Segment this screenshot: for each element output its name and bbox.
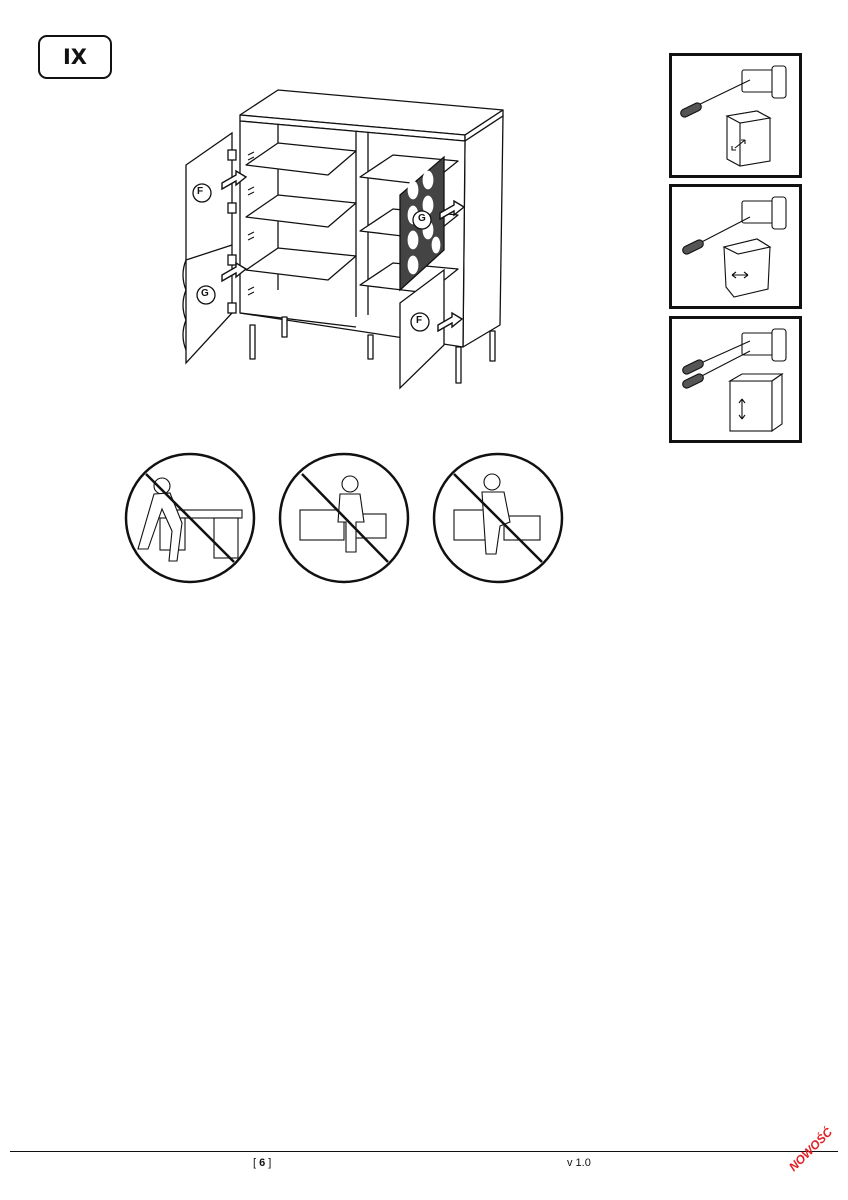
door-label-f-right: F [416,315,423,326]
brand-stamp: NOWOŚĆ [786,1124,836,1174]
door-label-g-right: G [418,213,426,224]
door-label-f-left: F [197,186,204,197]
warning-no-sit-icon [278,452,410,584]
step-badge: IX [38,35,112,79]
page-number: [ 6 ] [253,1157,271,1169]
hinge-side-icon [682,196,787,298]
hinge-adjust-depth-panel [669,53,802,178]
step-label: IX [62,45,87,69]
version-label: v 1.0 [567,1157,591,1169]
hinge-adjust-height-panel [669,316,802,443]
hinge-height-icon [682,328,787,433]
page-open: [ [253,1157,260,1169]
warning-no-stand-icon [432,452,564,584]
cabinet-assembly-illustration [182,89,504,390]
warning-no-lean-desk-icon [124,452,256,584]
door-label-g-left: G [201,288,209,299]
hinge-depth-icon [680,65,787,167]
footer-divider [10,1151,838,1152]
page-close: ] [265,1157,272,1169]
page-number-value: 6 [259,1157,266,1169]
hinge-adjust-side-panel [669,184,802,309]
